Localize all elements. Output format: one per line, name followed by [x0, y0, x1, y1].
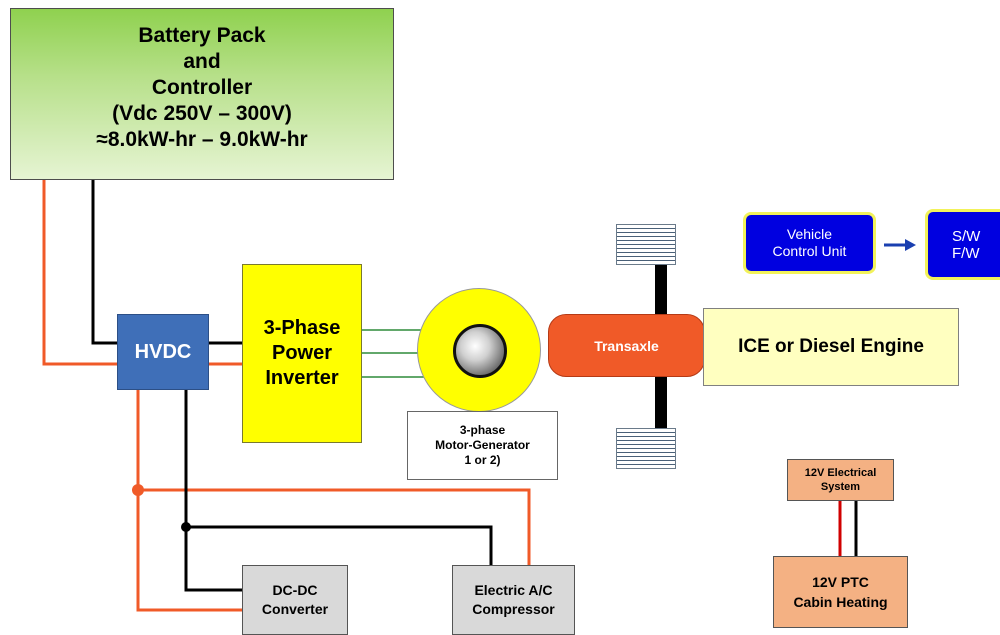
- inverter-line-2: Power: [271, 342, 333, 364]
- hvdc-positive-bus: [136, 390, 242, 612]
- transaxle-block: Transaxle: [548, 314, 705, 377]
- motor-generator-label: 3-phase Motor-Generator 1 or 2): [407, 411, 558, 480]
- dcdc-line-1: DC-DC: [272, 582, 318, 598]
- swfw-line-1: S/W: [952, 227, 981, 245]
- battery-negative-wire: [91, 180, 117, 345]
- hv-negative-branch: [186, 525, 493, 565]
- mg-line-1: 3-phase: [459, 423, 506, 437]
- battery-pack-block: Battery Pack and Controller (Vdc 250V – …: [10, 8, 394, 180]
- dcdc-line-2: Converter: [261, 601, 329, 617]
- software-firmware-block: S/W F/W: [925, 209, 1000, 280]
- battery-line-2: and: [183, 50, 221, 73]
- ptc-line-2: Cabin Heating: [793, 594, 888, 610]
- hvdc-block: HVDC: [117, 314, 209, 390]
- hvdc-negative-bus: [184, 390, 242, 592]
- vcu-line-1: Vehicle: [786, 226, 833, 242]
- tire-top: [616, 224, 676, 265]
- battery-positive-wire: [42, 180, 117, 366]
- hv-positive-branch: [138, 488, 531, 565]
- hvdc-label: HVDC: [134, 340, 192, 363]
- ac-line-1: Electric A/C: [474, 582, 553, 598]
- battery-line-1: Battery Pack: [138, 24, 266, 47]
- swfw-line-2: F/W: [952, 244, 980, 262]
- motor-generator-icon: [417, 288, 541, 412]
- electrical-12v-block: 12V Electrical System: [787, 459, 894, 501]
- battery-line-4: (Vdc 250V – 300V): [112, 102, 292, 125]
- elec12-line-2: System: [820, 481, 861, 493]
- dcdc-converter-block: DC-DC Converter: [242, 565, 348, 635]
- elec12-line-1: 12V Electrical: [804, 467, 877, 479]
- inverter-line-3: Inverter: [265, 367, 339, 389]
- ac-line-2: Compressor: [472, 601, 555, 617]
- battery-line-3: Controller: [151, 76, 253, 99]
- inverter-line-1: 3-Phase: [263, 317, 341, 339]
- rotor-icon: [453, 324, 507, 378]
- mg-line-2: Motor-Generator: [435, 438, 530, 452]
- engine-block: ICE or Diesel Engine: [703, 308, 959, 386]
- engine-label: ICE or Diesel Engine: [738, 336, 924, 357]
- mg-line-3: 1 or 2): [464, 453, 501, 467]
- power-inverter-block: 3-Phase Power Inverter: [242, 264, 362, 443]
- ac-compressor-block: Electric A/C Compressor: [452, 565, 575, 635]
- negative-junction-dot: [181, 522, 191, 532]
- transaxle-label: Transaxle: [594, 337, 659, 354]
- battery-line-5: ≈8.0kW-hr – 9.0kW-hr: [96, 128, 308, 151]
- positive-junction-dot: [132, 484, 144, 496]
- ptc-heating-block: 12V PTC Cabin Heating: [773, 556, 908, 628]
- vcu-line-2: Control Unit: [772, 243, 847, 259]
- ptc-line-1: 12V PTC: [812, 574, 869, 590]
- vcu-arrow-head: [905, 239, 916, 251]
- vehicle-control-unit-block: Vehicle Control Unit: [743, 212, 876, 274]
- tire-bottom: [616, 428, 676, 469]
